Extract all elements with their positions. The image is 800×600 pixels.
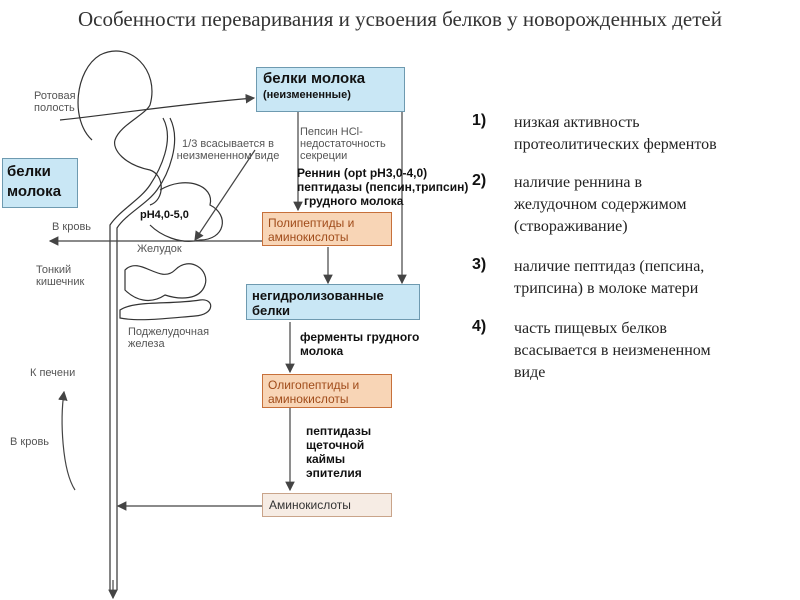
feature-line: желудочном содержимом [514, 196, 687, 213]
enzymes-text: ферменты грудного молока [300, 330, 420, 358]
oligopeptides-text: Олигопептиды и аминокислоты [268, 378, 360, 406]
feature-text: низкая активность протеолитических ферме… [514, 112, 717, 156]
feature-line: виде [514, 364, 546, 381]
feature-line: всасывается в неизмененном [514, 342, 711, 359]
milk-proteins-left-box: белки молока [2, 158, 78, 208]
feature-line: наличие пептидаз (пепсина, [514, 258, 705, 275]
milk-proteins-left-text: белки молока [7, 163, 62, 200]
small-intestine-label: Тонкий кишечник [36, 264, 106, 288]
pancreas-shape [119, 299, 212, 321]
feature-number: 2) [472, 172, 487, 189]
mouth-label: Ротовая полость [34, 90, 100, 114]
feature-item: 1) низкая активность протеолитических фе… [468, 112, 798, 172]
brush-peptidases-label: пептидазы щеточной каймы эпителия [306, 424, 402, 480]
esophagus-tube [109, 117, 168, 590]
feature-number: 3) [472, 256, 487, 273]
pepsin-label: Пепсин HCl-недостаточность секреции [300, 126, 410, 162]
milk-proteins-top-subtitle: (неизмененные) [263, 89, 351, 101]
feature-line: протеолитических ферментов [514, 136, 717, 153]
rennin-label: Реннин (opt pH3,0-4,0) [297, 166, 428, 180]
brush-peptidases-text: пептидазы щеточной каймы эпителия [306, 424, 372, 480]
intestine-shape [124, 263, 207, 302]
unhydrolyzed-text: негидролизованные белки [252, 288, 384, 318]
unhydrolyzed-box: негидролизованные белки [246, 284, 420, 320]
arrow-to-liver [58, 390, 76, 491]
esophagus-tube-inner [116, 117, 176, 590]
feature-text: наличие пептидаз (пепсина, трипсина) в м… [514, 256, 704, 300]
arrow-to-stomach [194, 149, 256, 241]
ph-label: pH4,0-5,0 [140, 209, 189, 221]
peptidases-label: пептидазы (пепсин,трипсин) [297, 180, 469, 194]
small-intestine-text: Тонкий кишечник [36, 264, 85, 288]
milk-proteins-top-box: белки молока (неизмененные) [256, 67, 405, 112]
oligopeptides-box: Олигопептиды и аминокислоты [262, 374, 392, 408]
amino-acids-box: Аминокислоты [262, 493, 392, 517]
enzymes-label: ферменты грудного молока [300, 330, 440, 358]
feature-line: трипсина) в молоке матери [514, 280, 699, 297]
amino-acids-text: Аминокислоты [269, 498, 351, 512]
absorbed-label: 1/3 всасывается в неизмененном виде [172, 138, 284, 162]
head-outline [77, 50, 162, 206]
stomach-shape [149, 182, 223, 242]
feature-number: 1) [472, 112, 487, 129]
feature-text: часть пищевых белков всасывается в неизм… [514, 318, 711, 384]
feature-number: 4) [472, 318, 487, 335]
to-blood-label-2: В кровь [10, 436, 50, 448]
to-blood-label-1: В кровь [52, 221, 92, 233]
absorbed-label-text: 1/3 всасывается в неизмененном виде [176, 138, 280, 162]
page-title: Особенности переваривания и усвоения бел… [77, 7, 722, 31]
feature-item: 3) наличие пептидаз (пепсина, трипсина) … [468, 256, 798, 318]
pancreas-text: Поджелудочная железа [128, 326, 210, 350]
polypeptides-box: Полипептиды и аминокислоты [262, 212, 392, 246]
feature-line: низкая активность [514, 114, 640, 131]
feature-line: (створаживание) [514, 218, 628, 235]
feature-item: 4) часть пищевых белков всасывается в не… [468, 318, 798, 388]
feature-line: часть пищевых белков [514, 320, 667, 337]
feature-text: наличие реннина в желудочном содержимом … [514, 172, 687, 238]
milk-proteins-top-title: белки молока [263, 70, 366, 87]
to-liver-label: К печени [30, 367, 76, 379]
polypeptides-text: Полипептиды и аминокислоты [268, 216, 355, 244]
pancreas-label: Поджелудочная железа [128, 326, 248, 350]
feature-line: наличие реннина в [514, 174, 643, 191]
pepsin-label-text: Пепсин HCl-недостаточность секреции [300, 126, 386, 162]
arrow-mouth-to-box [59, 93, 256, 121]
feature-item: 2) наличие реннина в желудочном содержим… [468, 172, 798, 256]
features-list: 1) низкая активность протеолитических фе… [468, 112, 798, 388]
stomach-label: Желудок [137, 243, 182, 255]
breast-milk-label: грудного молока [304, 194, 404, 208]
mouth-label-text: Ротовая полость [34, 90, 76, 114]
